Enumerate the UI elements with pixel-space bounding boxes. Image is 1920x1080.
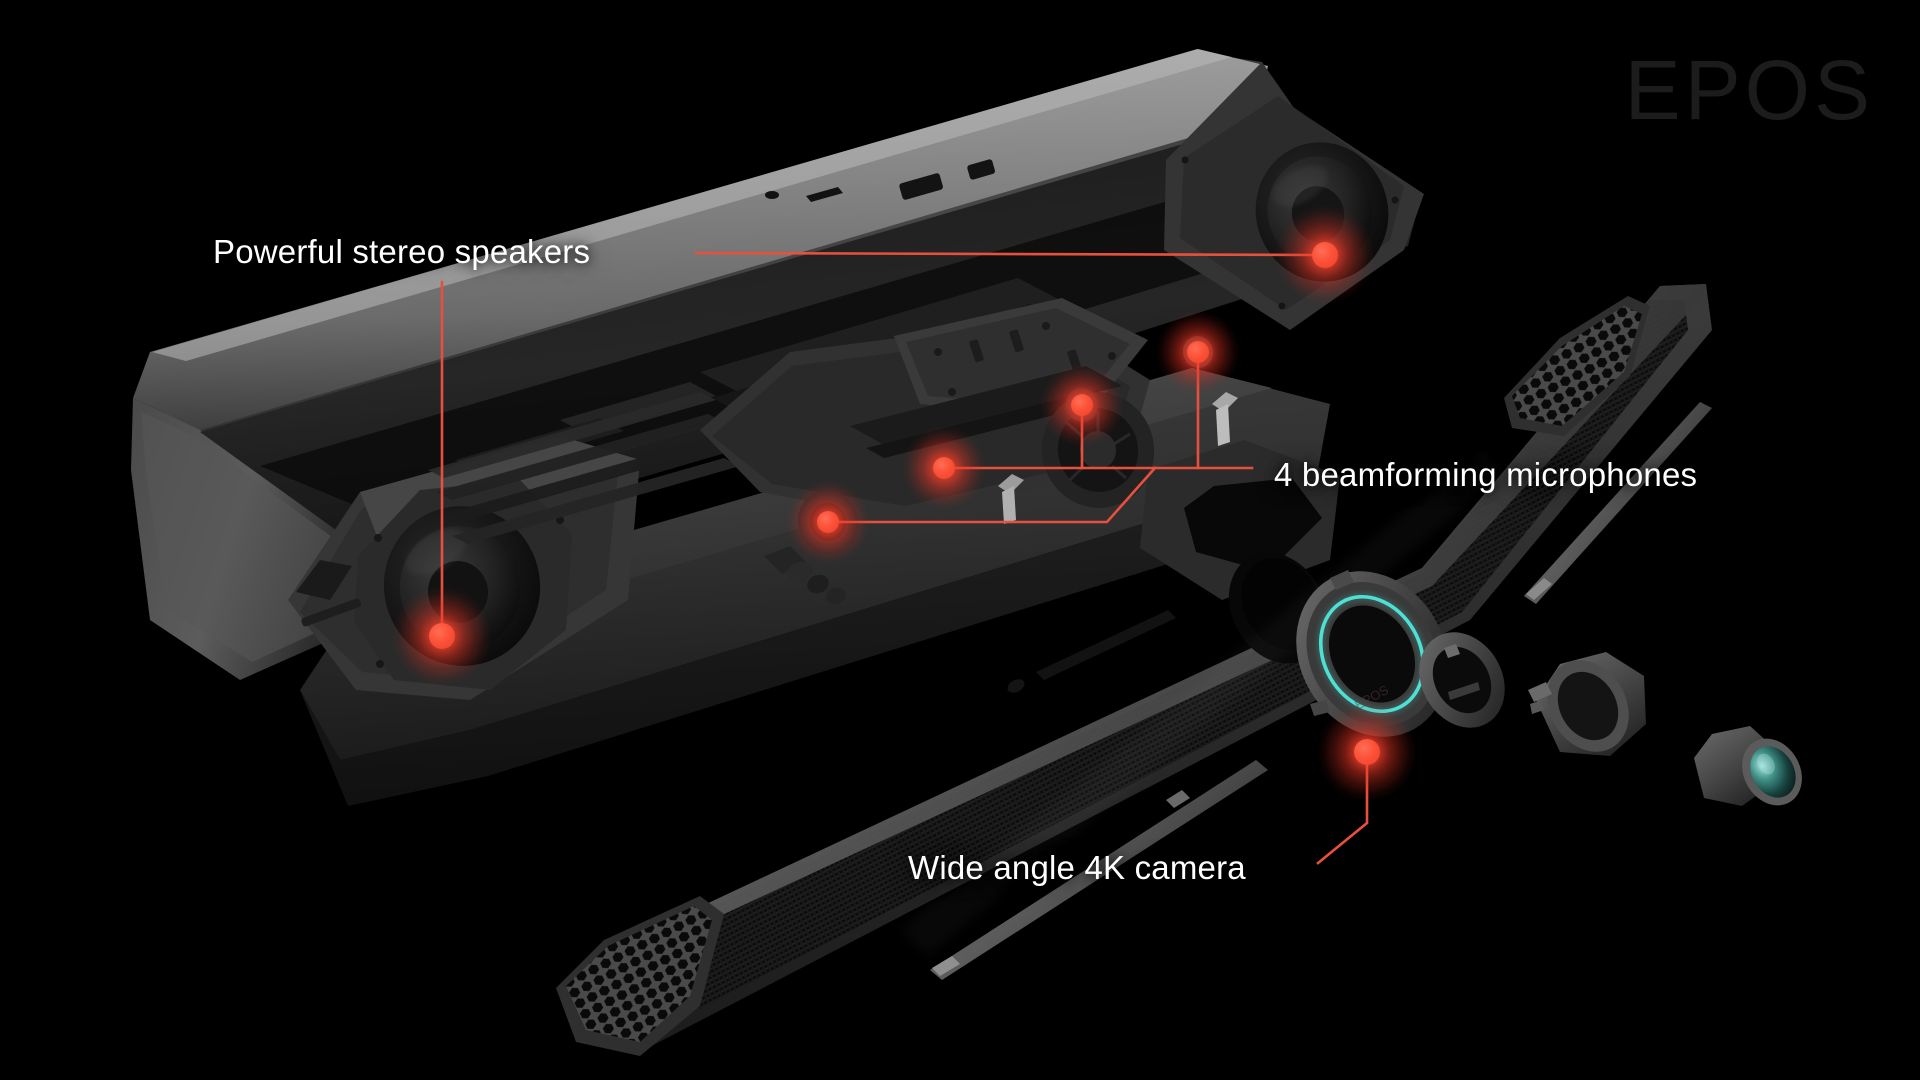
hotspot-dot [1187, 341, 1209, 363]
leader-speaker-right [694, 251, 1327, 257]
hotspot-dot [1071, 394, 1093, 416]
hotspot-dot [933, 457, 955, 479]
leader-camera [1316, 750, 1369, 865]
front-grille-panel [556, 284, 1712, 1056]
hotspot-dot [1354, 739, 1380, 765]
trim-bar-right [1524, 402, 1712, 604]
hotspot-dot [429, 623, 455, 649]
camera-lens-assembly [1419, 632, 1802, 806]
camera-lens-glass [1750, 746, 1796, 798]
led-ring-bezel: EPOS [1296, 570, 1448, 737]
epos-logo: EPOS [1624, 43, 1874, 137]
hotspot-dot [1312, 242, 1338, 268]
trim-bars [930, 402, 1712, 980]
callout-label-speakers: Powerful stereo speakers [213, 233, 591, 270]
leader-mic-4 [826, 466, 1157, 524]
callout-label-camera: Wide angle 4K camera [908, 849, 1246, 886]
hotspot-dot [817, 511, 839, 533]
trim-bar-bottom [930, 760, 1268, 980]
callout-label-microphones: 4 beamforming microphones [1274, 456, 1698, 493]
leader-lines [440, 251, 1369, 865]
